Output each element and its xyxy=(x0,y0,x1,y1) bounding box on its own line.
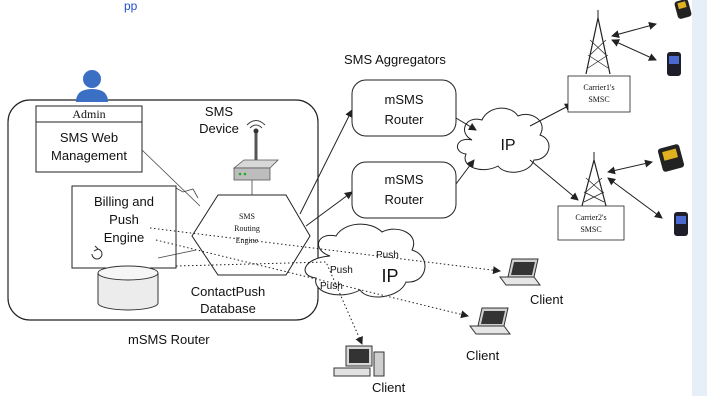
ip-cloud-bottom-label: IP xyxy=(381,266,398,286)
cloud-to-carrier1-arrow xyxy=(529,103,573,127)
sms-web-label: SMS Web xyxy=(60,130,118,145)
sms-device-label-2: Device xyxy=(199,121,239,136)
routing-label-3: Engine xyxy=(236,236,259,245)
push-label-2: Push xyxy=(330,265,353,276)
push-label-3: Push xyxy=(320,281,343,292)
billing-push-engine-box xyxy=(71,185,177,269)
msms-router-box-label: mSMS Router xyxy=(128,332,210,347)
mobile-phone-icon xyxy=(667,52,681,76)
page-edge-strip xyxy=(692,0,707,396)
carrier2-label-1: Carrier2's xyxy=(575,213,606,222)
laptop-icon xyxy=(499,258,541,286)
carrier1-smsc-box xyxy=(567,75,631,113)
client-label-2: Client xyxy=(466,348,500,363)
carrier2-smsc-box xyxy=(557,205,625,241)
database-icon xyxy=(97,265,159,311)
laptop-icon xyxy=(469,307,511,335)
aggregator-router-2 xyxy=(351,161,457,219)
admin-user-icon xyxy=(76,70,108,102)
ip-cloud-top-label: IP xyxy=(500,137,515,154)
admin-label: Admin xyxy=(72,107,105,121)
sms-web-management-box xyxy=(35,105,143,173)
sms-device-icon xyxy=(232,120,279,181)
push-label-1: Push xyxy=(376,250,399,261)
mobile-phone-icon xyxy=(674,212,688,236)
billing-label-2: Push xyxy=(109,212,139,227)
billing-label-3: Engine xyxy=(104,230,144,245)
desktop-computer-icon xyxy=(333,345,385,377)
header-fragment: pp xyxy=(124,0,138,13)
cloud-to-carrier2-arrow xyxy=(529,159,579,201)
carrier1-label-1: Carrier1's xyxy=(583,83,614,92)
web-to-routing-link xyxy=(141,149,201,207)
msms-router-system-box xyxy=(7,99,319,321)
ip-cloud-top xyxy=(457,107,550,173)
mobile-phone-icon xyxy=(674,0,692,19)
carrier1-label-2: SMSC xyxy=(588,95,609,104)
diagram-canvas: pp mSMS Router Admin SMS Web Management … xyxy=(7,0,692,395)
aggregator-router-1 xyxy=(351,79,457,137)
aggregator-router-1-label-2: Router xyxy=(384,112,424,127)
push-path-1 xyxy=(149,227,501,275)
routing-to-router-1-arrow xyxy=(299,109,353,215)
mobile-phone-icon xyxy=(657,144,685,172)
aggregator-router-2-label-1: mSMS xyxy=(385,172,424,187)
client-label-1: Client xyxy=(530,292,564,307)
push-path-2 xyxy=(155,239,469,319)
aggregator-router-2-label-2: Router xyxy=(384,192,424,207)
sms-aggregators-label: SMS Aggregators xyxy=(344,52,446,67)
database-label-1: ContactPush xyxy=(191,284,265,299)
sms-routing-engine xyxy=(191,194,311,276)
client-label-3: Client xyxy=(372,380,406,395)
aggregator-router-1-label-1: mSMS xyxy=(385,92,424,107)
carrier2-label-2: SMSC xyxy=(580,225,601,234)
routing-to-router-2-arrow xyxy=(305,191,353,227)
sms-device-label-1: SMS xyxy=(205,104,234,119)
refresh-icon xyxy=(91,248,103,260)
database-label-2: Database xyxy=(200,301,256,316)
carrier1-tower-icon xyxy=(585,10,611,75)
billing-label-1: Billing and xyxy=(94,194,154,209)
routing-label-1: SMS xyxy=(239,212,255,221)
management-label: Management xyxy=(51,148,127,163)
routing-label-2: Routing xyxy=(234,224,260,233)
carrier2-tower-icon xyxy=(581,152,607,207)
